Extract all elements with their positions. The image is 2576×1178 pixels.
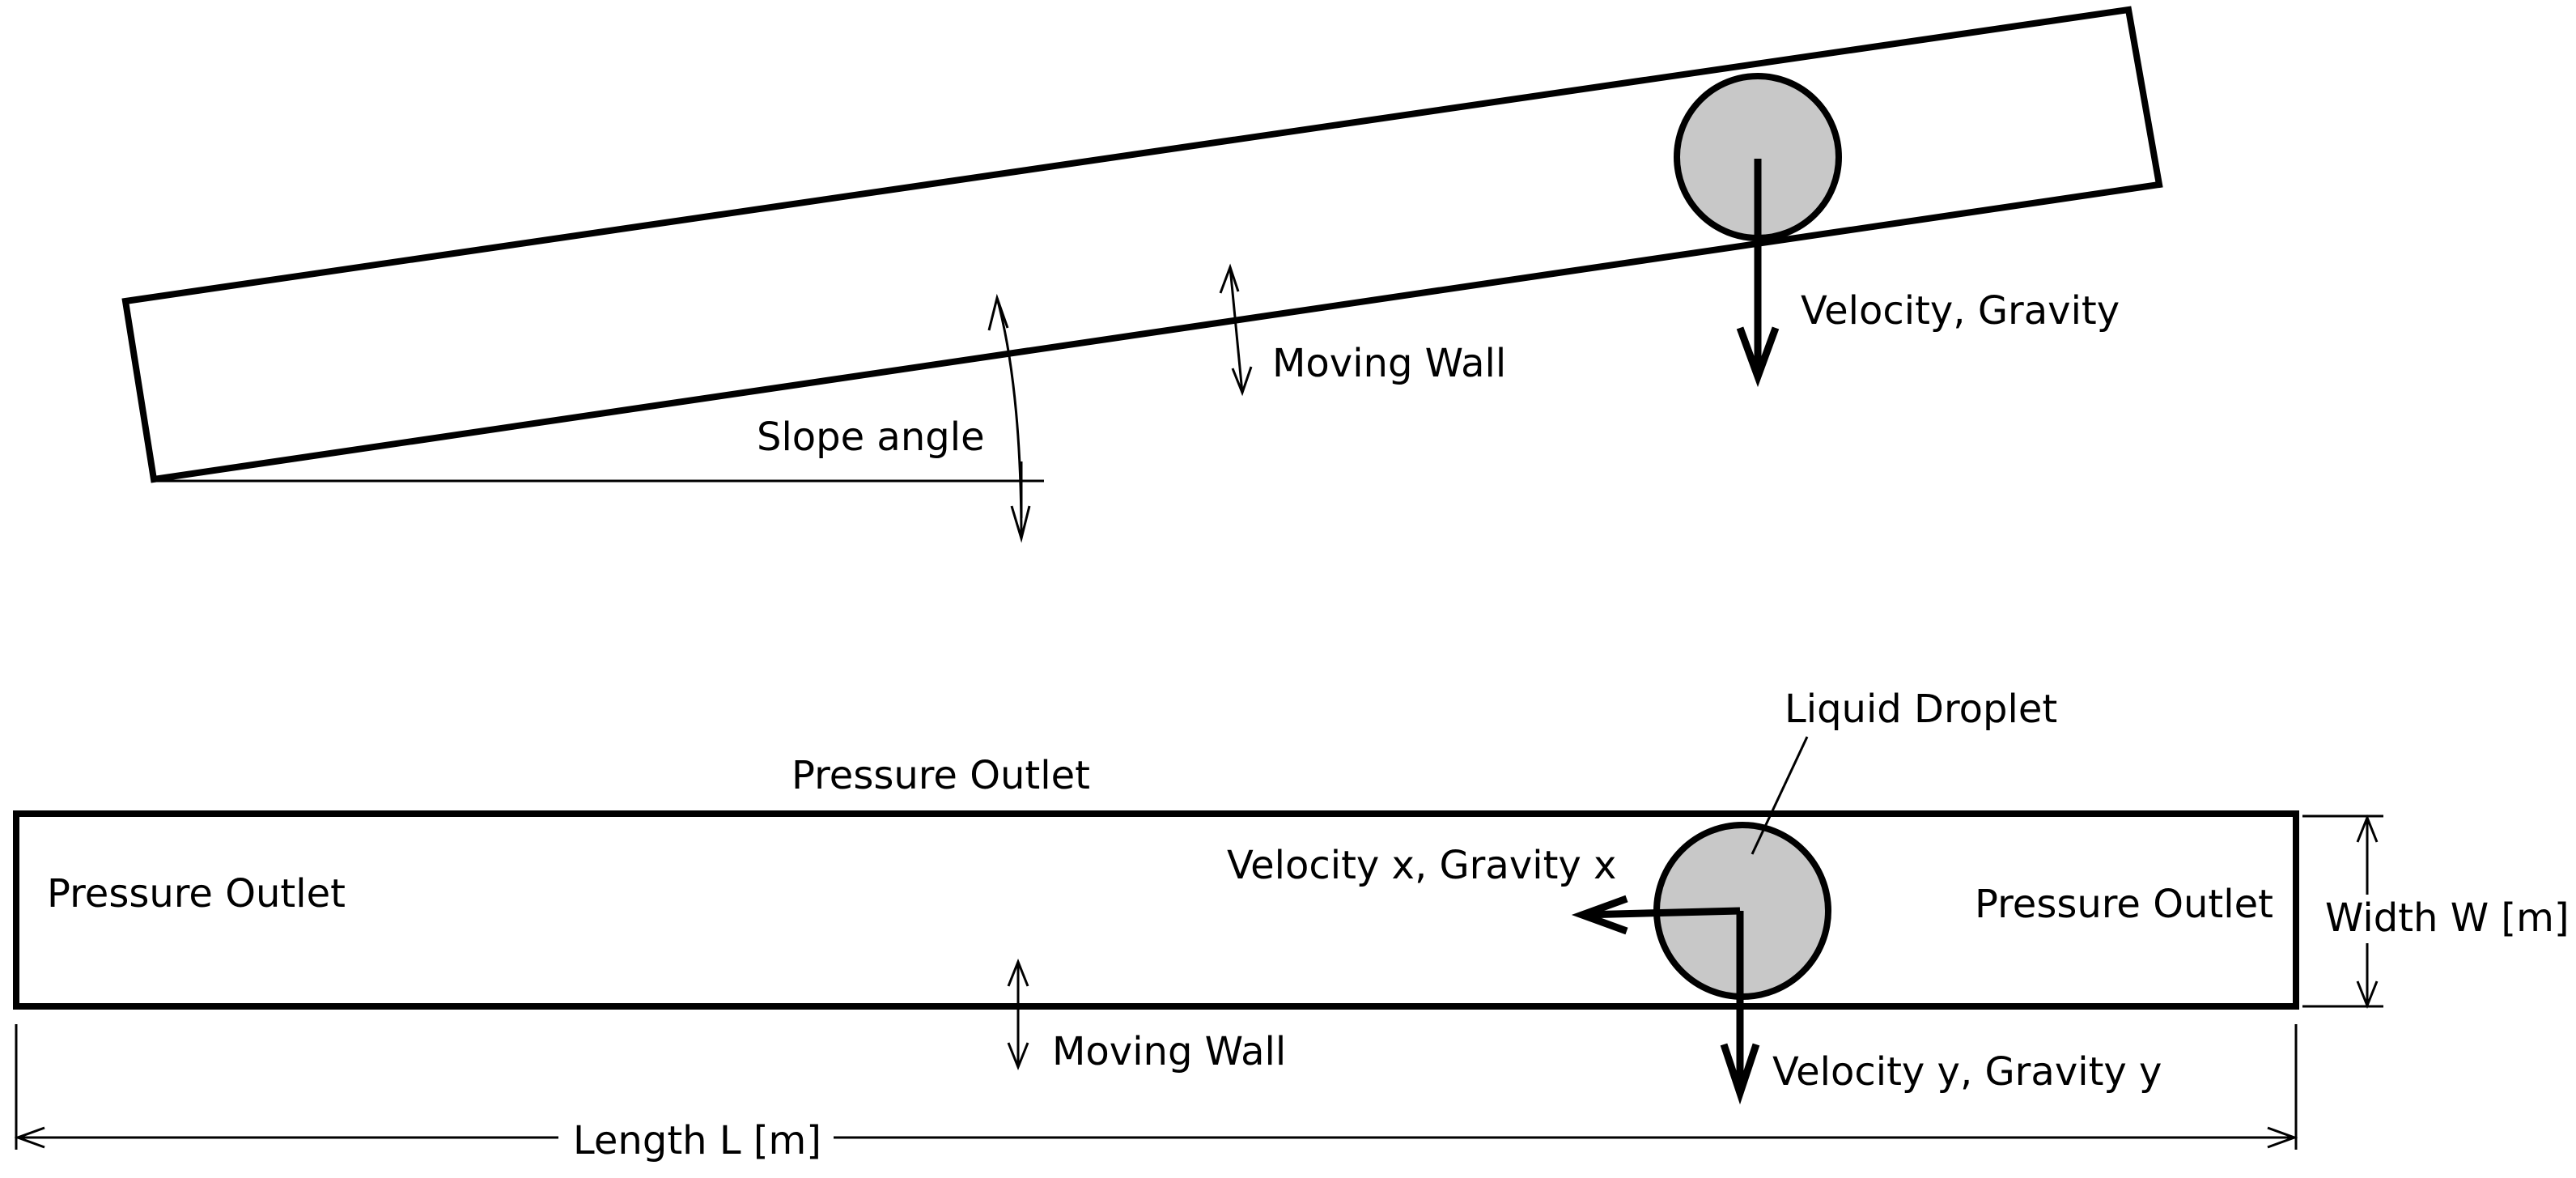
velocity-gravity-label: Velocity, Gravity [1801,288,2120,334]
horizontal-domain: Pressure Outlet Pressure Outlet Pressure… [13,687,2572,1163]
moving-wall-arrow-bottom-head2 [1007,1042,1029,1071]
moving-wall-arrow-top [1229,266,1244,393]
length-label: Length L [m] [573,1118,821,1163]
moving-wall-arrow-top-head2 [1231,366,1253,397]
velocity-x-arrowhead [1571,895,1628,935]
pressure-outlet-left-label: Pressure Outlet [47,871,346,916]
velocity-x-label: Velocity x, Gravity x [1227,843,1616,888]
length-arrowhead-left [14,1126,45,1149]
pressure-outlet-right-label: Pressure Outlet [1975,882,2273,927]
slope-angle-arc [995,297,1023,539]
velocity-y-arrowhead [1720,1043,1760,1105]
inclined-domain: Velocity, Gravity Moving Wall Slope angl… [121,6,2163,543]
inclined-channel-outline [121,6,2163,483]
liquid-droplet-label: Liquid Droplet [1785,687,2057,732]
velocity-x-arrow [1581,907,1741,919]
liquid-droplet-leader [1751,736,1809,855]
width-arrowhead-top [2356,814,2379,843]
moving-wall-label-bottom: Moving Wall [1052,1029,1286,1074]
width-label: Width W [m] [2325,895,2570,941]
moving-wall-arrow-bottom-head1 [1007,958,1029,987]
moving-wall-arrow-top-head1 [1219,263,1240,294]
slope-angle-arrowhead-top [987,293,1009,331]
velocity-gravity-arrowhead [1736,326,1780,388]
velocity-y-label: Velocity y, Gravity y [1772,1049,2162,1095]
slope-angle-label: Slope angle [757,415,985,460]
horizontal-channel-outline [13,810,2299,1010]
length-arrowhead-right [2267,1126,2298,1149]
width-label-bg [2321,895,2572,943]
width-arrowhead-bottom [2356,980,2379,1010]
slope-angle-arrowhead-bottom [1010,505,1031,543]
pressure-outlet-top-label: Pressure Outlet [791,753,1090,798]
moving-wall-label-top: Moving Wall [1272,341,1506,386]
